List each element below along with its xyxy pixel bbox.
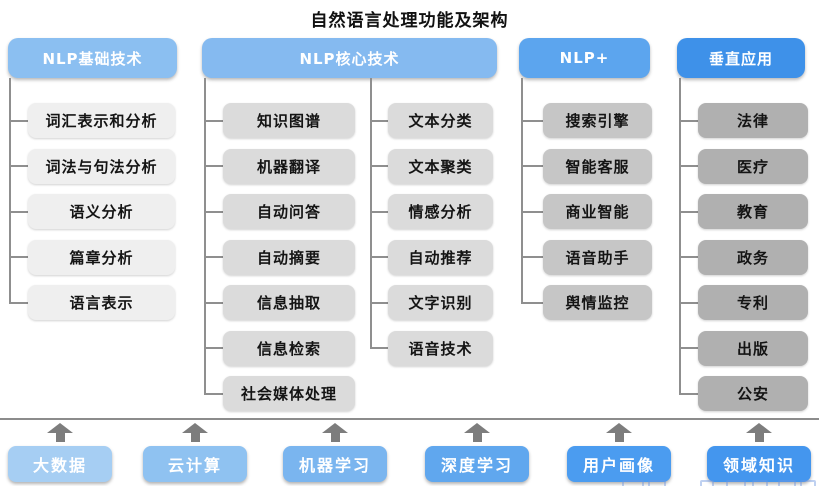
foundation-node: 云计算: [143, 446, 247, 482]
diagram-node: 公安: [698, 376, 808, 411]
up-arrow-stem: [190, 433, 200, 442]
connector-tick: [679, 256, 698, 258]
page-title: 自然语言处理功能及架构: [310, 11, 509, 31]
diagram-node: 教育: [698, 194, 808, 229]
watermark-fragment: [778, 480, 796, 486]
connector-tick: [9, 165, 28, 167]
diagram-node: 文本分类: [388, 103, 493, 138]
foundation-node: 用户画像: [567, 446, 671, 482]
connector-tick: [204, 301, 223, 304]
connector-tick: [370, 256, 388, 258]
diagram-node: 信息抽取: [223, 285, 355, 320]
watermark-fragment: [700, 480, 714, 486]
diagram-node: 出版: [698, 330, 808, 366]
up-arrow-stem: [614, 433, 624, 442]
group-header: NLP核心技术: [202, 38, 497, 78]
connector-tick: [679, 301, 698, 304]
up-arrow-stem: [472, 433, 482, 442]
group-header: NLP基础技术: [8, 38, 177, 78]
connector-tick: [204, 119, 223, 122]
foundation-node: 机器学习: [283, 446, 387, 482]
foundation-separator-line: [0, 418, 819, 420]
diagram-node: 自动问答: [223, 194, 355, 229]
diagram-node: 语言表示: [28, 285, 175, 320]
diagram-node: 智能客服: [543, 148, 652, 184]
connector-tick: [370, 210, 388, 213]
diagram-node: 信息检索: [223, 330, 355, 366]
connector-tick: [679, 210, 698, 213]
diagram-node: 政务: [698, 239, 808, 275]
connector-tick: [521, 210, 543, 213]
diagram-node: 知识图谱: [223, 103, 355, 138]
connector-vertical-line: [204, 78, 206, 394]
connector-tick: [370, 347, 388, 349]
connector-tick: [9, 119, 28, 122]
diagram-node: 搜索引擎: [543, 103, 652, 138]
connector-tick: [679, 392, 698, 395]
diagram-node: 机器翻译: [223, 148, 355, 184]
up-arrow-icon: [606, 423, 632, 433]
diagram-node: 词法与句法分析: [28, 148, 175, 184]
connector-tick: [9, 210, 28, 213]
connector-vertical-line: [521, 78, 523, 303]
connector-tick: [204, 392, 223, 395]
diagram-node: 语音助手: [543, 239, 652, 275]
up-arrow-icon: [746, 423, 772, 433]
diagram-node: 社会媒体处理: [223, 376, 355, 411]
diagram-node: 文字识别: [388, 285, 493, 320]
connector-tick: [204, 165, 223, 167]
connector-tick: [521, 165, 543, 167]
diagram-node: 词汇表示和分析: [28, 103, 175, 138]
up-arrow-icon: [322, 423, 348, 433]
up-arrow-stem: [754, 433, 764, 442]
connector-tick: [521, 119, 543, 122]
diagram-node: 自动推荐: [388, 239, 493, 275]
connector-vertical-line: [370, 78, 372, 348]
diagram-node: 文本聚类: [388, 148, 493, 184]
up-arrow-icon: [464, 423, 490, 433]
diagram-node: 舆情监控: [543, 285, 652, 320]
connector-tick: [204, 256, 223, 258]
connector-tick: [679, 119, 698, 122]
diagram-node: 专利: [698, 285, 808, 320]
watermark-fragment: [622, 480, 644, 486]
group-header: 垂直应用: [677, 38, 805, 78]
watermark-fragment: [726, 480, 746, 486]
watermark-fragment: [800, 480, 816, 486]
diagram-node: 法律: [698, 103, 808, 138]
foundation-node: 领域知识: [707, 446, 811, 482]
up-arrow-stem: [55, 433, 65, 442]
foundation-node: 深度学习: [425, 446, 529, 482]
foundation-node: 大数据: [8, 446, 112, 482]
diagram-node: 语音技术: [388, 330, 493, 366]
connector-vertical-line: [9, 78, 11, 303]
up-arrow-stem: [330, 433, 340, 442]
diagram-node: 自动摘要: [223, 239, 355, 275]
connector-tick: [370, 301, 388, 304]
group-header: NLP+: [519, 38, 650, 78]
connector-tick: [370, 165, 388, 167]
diagram-node: 情感分析: [388, 194, 493, 229]
diagram-node: 篇章分析: [28, 239, 175, 275]
connector-tick: [9, 301, 28, 304]
watermark-fragment: [752, 480, 768, 486]
connector-tick: [204, 347, 223, 349]
connector-vertical-line: [679, 78, 681, 394]
connector-tick: [204, 210, 223, 213]
connector-tick: [521, 301, 543, 304]
connector-tick: [521, 256, 543, 258]
up-arrow-icon: [182, 423, 208, 433]
watermark-fragment: [648, 480, 666, 486]
connector-tick: [370, 119, 388, 122]
diagram-node: 商业智能: [543, 194, 652, 229]
diagram-node: 语义分析: [28, 194, 175, 229]
connector-tick: [9, 256, 28, 258]
up-arrow-icon: [47, 423, 73, 433]
connector-tick: [679, 165, 698, 167]
diagram-node: 医疗: [698, 148, 808, 184]
connector-tick: [679, 347, 698, 349]
